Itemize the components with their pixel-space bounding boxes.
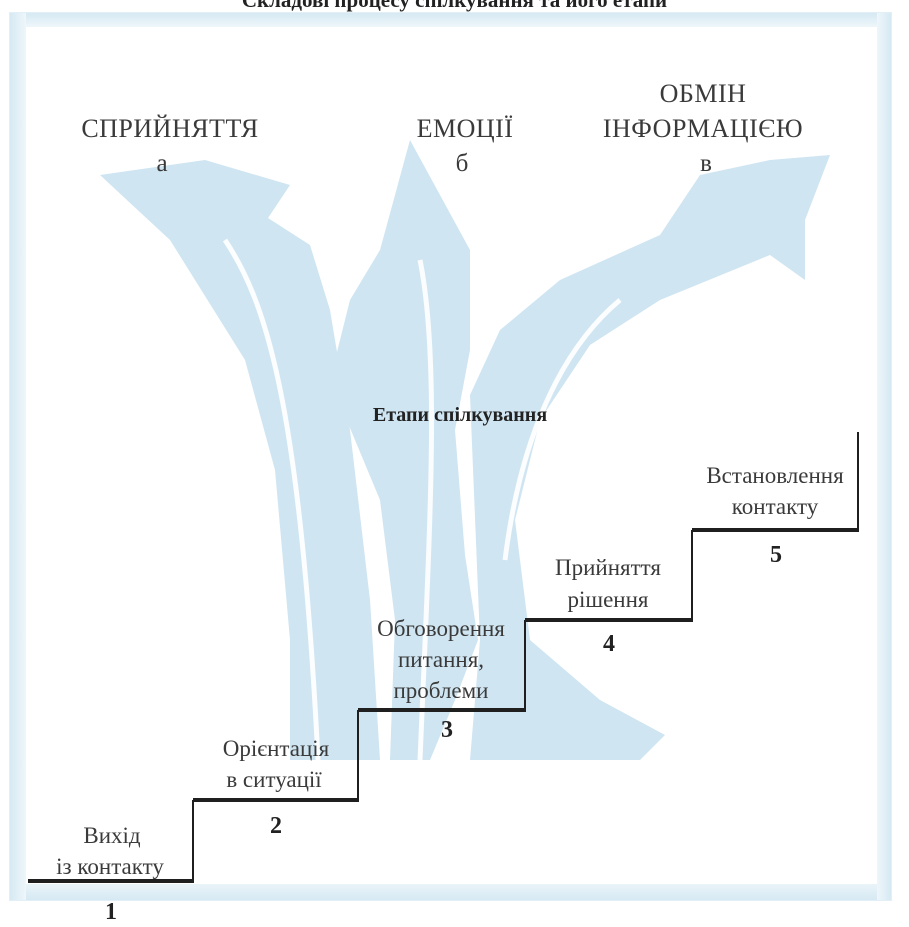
right-arrow-shape (470, 155, 830, 760)
step-4-number: 4 (603, 631, 615, 657)
step-1-label-line1: Вихід (83, 823, 141, 848)
step-1-label-line2: із контакту (56, 854, 164, 879)
component-letter-b: б (455, 150, 469, 177)
step-5-number: 5 (770, 542, 782, 568)
step-1-number: 1 (105, 899, 117, 925)
step-2-number: 2 (270, 813, 282, 839)
step-4-label-line2: рішення (567, 587, 649, 612)
step-2-label-line2: в ситуації (226, 767, 322, 792)
step-2-label-line1: Орієнтація (222, 736, 330, 761)
component-label-perception: СПРИЙНЯТТЯ (81, 114, 259, 143)
step-5-label-line1: Встановлення (706, 463, 844, 488)
component-label-emotions: ЕМОЦІЇ (416, 114, 514, 143)
step-3-label-line3: проблеми (393, 678, 489, 703)
step-4-label-line1: Прийняття (555, 555, 661, 580)
component-letter-v: в (700, 150, 712, 177)
stages-heading: Етапи спілкування (372, 404, 548, 426)
component-label-exchange-line1: ОБМІН (659, 79, 747, 108)
step-3-number: 3 (441, 717, 453, 743)
component-label-exchange-line2: ІНФОРМАЦІЄЮ (602, 114, 804, 143)
diagram-title: Складові процесу спілкування та його ета… (241, 0, 668, 12)
center-arrow-shape (330, 140, 478, 760)
component-letter-a: а (156, 150, 168, 177)
step-3-label-line2: питання, (397, 647, 485, 672)
step-3-label-line1: Обговорення (377, 616, 505, 641)
step-5-label-line2: контакту (731, 494, 819, 519)
